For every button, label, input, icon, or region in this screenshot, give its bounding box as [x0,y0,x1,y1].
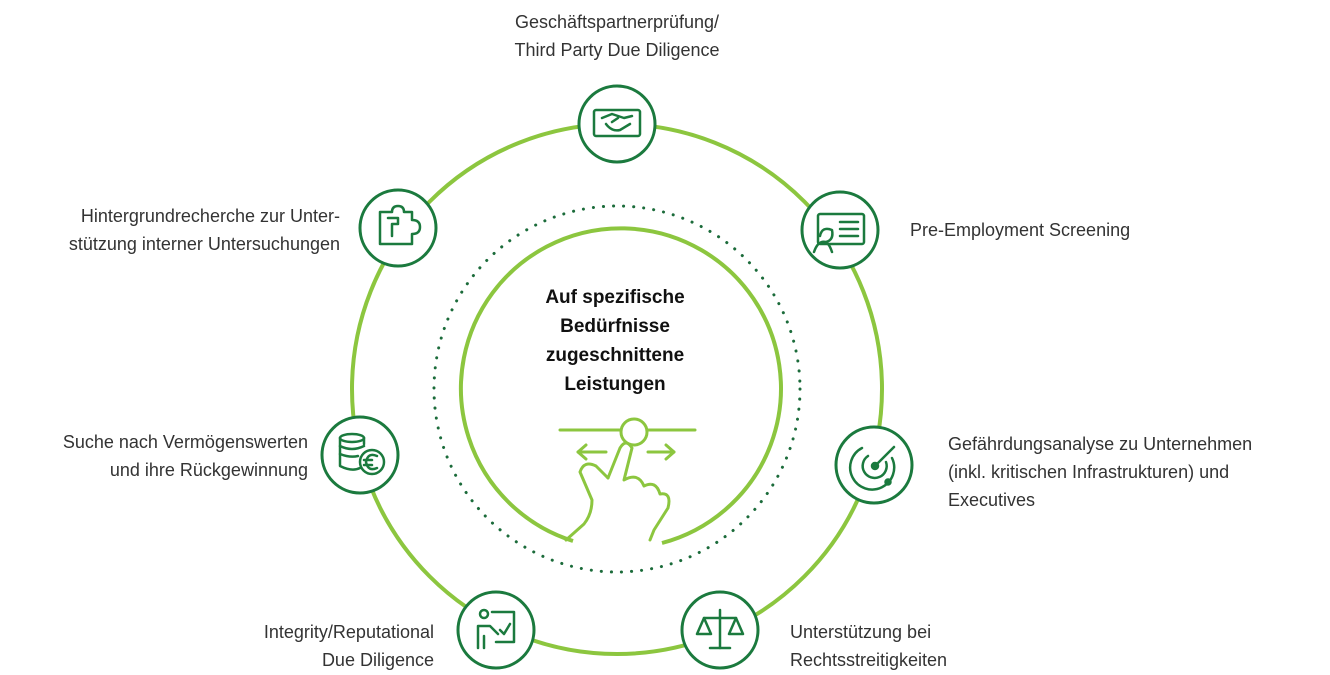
hand-swipe-icon [558,417,697,542]
label-line: Rechtsstreitigkeiten [790,650,948,670]
handshake-icon [592,108,642,138]
dotted-ring [432,204,802,574]
label-line: Suche nach Vermögenswerten [62,432,308,452]
center-title-line: Leistungen [564,374,666,395]
service-node-integrity [456,590,536,670]
label-line: und ihre Rückgewinnung [109,460,308,480]
service-node-threat [834,425,914,505]
center-title: Auf spezifische Bedürfnisse zugeschnitte… [520,283,710,399]
service-node-investigations [358,188,438,268]
cv-screening-icon [812,212,866,254]
service-node-assets [320,415,400,495]
label-assets: Suche nach Vermögenswerten und ihre Rück… [0,428,308,484]
label-line: Pre-Employment Screening [910,220,1131,240]
label-line: Executives [948,490,1036,510]
center-title-line: zugeschnittene [545,345,685,366]
presentation-icon [476,608,516,650]
node-ring [577,84,657,164]
puzzle-icon [378,204,422,246]
label-line: (inkl. kritischen Infrastrukturen) und [948,462,1230,482]
label-line: Gefährdungsanalyse zu Unternehmen [948,434,1253,454]
label-line: Hintergrundrecherche zur Unter- [80,206,340,226]
node-ring [358,188,438,268]
label-tpdd: Geschäftspartnerprüfung/ Third Party Due… [482,8,752,64]
label-line: stützung interner Untersuchungen [68,234,340,254]
service-node-litigation [680,590,760,670]
label-litigation: Unterstützung bei Rechtsstreitigkeiten [790,618,947,674]
label-pes: Pre-Employment Screening [910,216,1130,244]
node-ring [320,415,400,495]
label-line: Unterstützung bei [790,622,932,642]
service-node-pes [800,190,880,270]
center-title-line: Auf spezifische [545,287,685,308]
label-line: Third Party Due Diligence [514,40,720,60]
label-threat: Gefährdungsanalyse zu Unternehmen (inkl.… [948,430,1252,514]
label-line: Due Diligence [321,650,434,670]
service-node-tpdd [577,84,657,164]
inner-ring [458,226,783,545]
node-ring [456,590,536,670]
label-integrity: Integrity/Reputational Due Diligence [200,618,434,674]
radar-icon [848,445,896,491]
coins-euro-icon [338,432,386,476]
scales-icon [695,608,745,650]
label-investigations: Hintergrundrecherche zur Unter- stützung… [0,202,340,258]
label-line: Geschäftspartnerprüfung/ [514,12,720,32]
label-line: Integrity/Reputational [263,622,434,642]
center-title-line: Bedürfnisse [560,316,670,337]
